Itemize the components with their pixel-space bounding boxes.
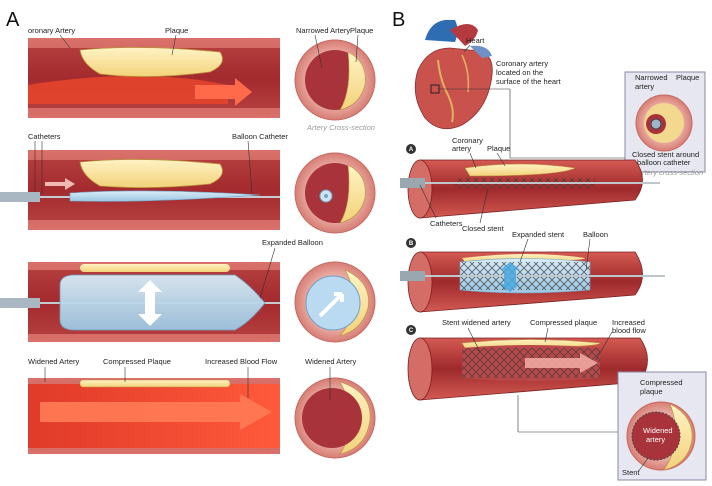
label-step-c-increased-2: blood flow — [612, 326, 646, 335]
label-inset-compressed-1: Compressed — [640, 378, 683, 387]
step-b-artery — [400, 252, 665, 312]
label-coronary-location-2: located on the — [496, 68, 543, 77]
cross-section-narrowed — [295, 40, 375, 120]
artery-expanded-balloon — [0, 262, 280, 342]
label-increased-blood-flow: Increased Blood Flow — [205, 357, 278, 366]
label-cross-section: Artery Cross-section — [306, 123, 375, 132]
label-inset-closed-2: balloon catheter — [637, 158, 691, 167]
label-coronary-artery: oronary Artery — [28, 26, 75, 35]
label-step-a-plaque: Plaque — [487, 144, 510, 153]
label-widened-artery-cs: Widened Artery — [305, 357, 357, 366]
label-step-b-balloon: Balloon — [583, 230, 608, 239]
label-catheters: Catheters — [28, 132, 61, 141]
label-coronary-location-3: surface of the heart — [496, 77, 562, 86]
step-c-badge: C — [409, 328, 414, 334]
label-coronary-location-1: Coronary artery — [496, 59, 548, 68]
label-narrowed-artery: Narrowed Artery — [296, 26, 350, 35]
label-step-a-coronary-2: artery — [452, 144, 471, 153]
cross-section-catheter — [295, 153, 375, 233]
artery-widened — [28, 378, 280, 454]
label-inset-widened-1: Widened — [643, 426, 673, 435]
label-expanded-balloon: Expanded Balloon — [262, 238, 323, 247]
label-inset-compressed-2: plaque — [640, 387, 663, 396]
label-balloon-catheter: Balloon Catheter — [232, 132, 288, 141]
panel-a-letter: A — [6, 9, 20, 31]
label-inset-cross-section: Artery cross-section — [636, 168, 703, 177]
label-inset-narrowed-2: artery — [635, 82, 654, 91]
label-plaque-cs: Plaque — [350, 26, 373, 35]
label-inset-stent: Stent — [622, 468, 640, 477]
step-a-artery — [400, 160, 660, 218]
label-compressed-plaque: Compressed Plaque — [103, 357, 171, 366]
panel-b-letter: B — [392, 9, 405, 31]
step-c-artery — [408, 338, 648, 400]
step-b-badge: B — [409, 241, 414, 247]
label-step-a-closed-stent: Closed stent — [462, 224, 505, 233]
label-inset-narrowed-1: Narrowed — [635, 73, 668, 82]
label-heart: Heart — [466, 36, 485, 45]
label-inset-widened-2: artery — [646, 435, 665, 444]
label-plaque: Plaque — [165, 26, 188, 35]
cross-section-expanded — [295, 262, 375, 342]
label-step-a-catheters: Catheters — [430, 219, 463, 228]
cross-section-widened — [295, 378, 375, 458]
artery-narrowed — [28, 38, 280, 118]
label-inset-plaque: Plaque — [676, 73, 699, 82]
step-a-badge: A — [409, 147, 414, 153]
label-step-b-expanded-stent: Expanded stent — [512, 230, 565, 239]
label-step-c-compressed-plaque: Compressed plaque — [530, 318, 597, 327]
label-step-c-stent-widened: Stent widened artery — [442, 318, 511, 327]
label-widened-artery: Widened Artery — [28, 357, 80, 366]
